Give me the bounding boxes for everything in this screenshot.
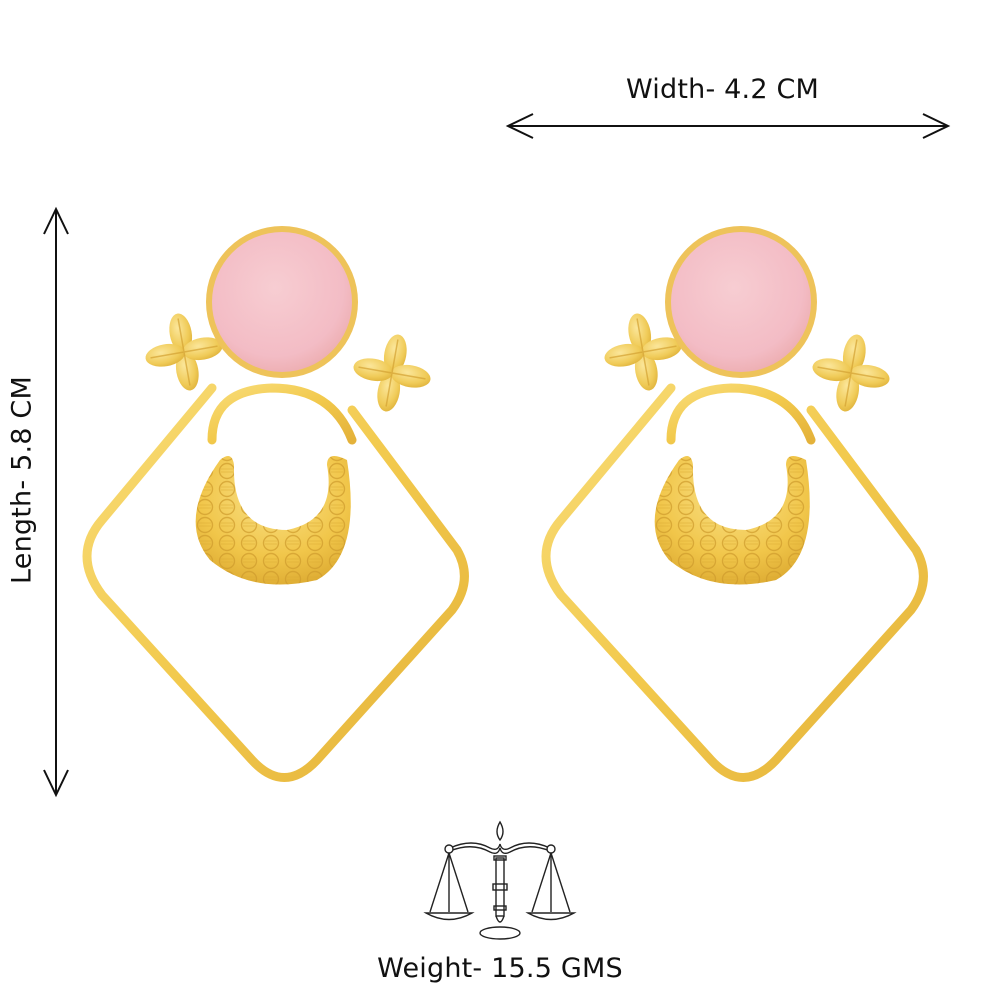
- length-arrow-icon: [43, 206, 69, 798]
- earring-left-image: [62, 210, 482, 790]
- length-label: Length- 5.8 CM: [6, 376, 38, 584]
- width-label: Width- 4.2 CM: [626, 74, 820, 105]
- earring-right-image: [521, 210, 941, 790]
- weight-label: Weight- 15.5 GMS: [377, 953, 623, 984]
- width-arrow-icon: [505, 113, 951, 139]
- balance-scale-icon: [423, 820, 577, 940]
